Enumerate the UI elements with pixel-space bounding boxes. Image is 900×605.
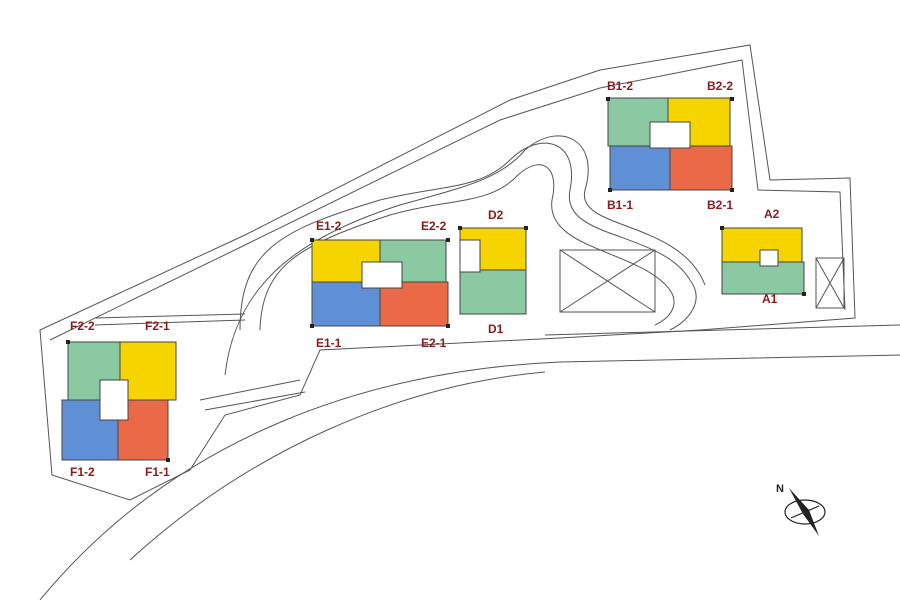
- compass-north-label: N: [776, 483, 784, 495]
- unit-B1-1[interactable]: [609, 145, 671, 191]
- drive-rail: [224, 135, 706, 376]
- structure-markers: [66, 97, 806, 462]
- unit-E1-1[interactable]: [311, 281, 381, 327]
- unit-A1[interactable]: [721, 261, 805, 295]
- label-A1: A1: [762, 292, 778, 306]
- path-f: [94, 313, 246, 326]
- label-E1-2: E1-2: [316, 219, 342, 233]
- north-arrow-icon: [784, 488, 826, 536]
- label-F1-1: F1-1: [145, 465, 170, 479]
- label-F2-1: F2-1: [145, 319, 170, 333]
- label-B2-1: B2-1: [707, 198, 734, 212]
- building-F: [61, 341, 177, 461]
- building-E: [311, 239, 449, 327]
- label-F1-2: F1-2: [70, 465, 95, 479]
- label-E2-2: E2-2: [421, 219, 447, 233]
- road-edge-south: [39, 354, 900, 601]
- road-edge-lower: [129, 371, 546, 561]
- unit-E2-1[interactable]: [379, 281, 449, 327]
- unit-D1[interactable]: [459, 269, 527, 315]
- building-A: [721, 227, 805, 295]
- label-B1-2: B1-2: [607, 79, 634, 93]
- ramp-cross: [815, 257, 845, 309]
- building-B: [607, 97, 733, 191]
- road-edge-north: [544, 324, 900, 336]
- label-D2: D2: [488, 208, 504, 222]
- building-D: [459, 227, 527, 315]
- plaza-block: [559, 249, 656, 313]
- ramp-block: [815, 257, 845, 309]
- label-B2-2: B2-2: [707, 79, 734, 93]
- path-west: [199, 379, 306, 411]
- plaza-cross: [559, 249, 656, 313]
- drive-outer: [239, 142, 697, 331]
- label-E2-1: E2-1: [421, 336, 447, 350]
- label-E1-1: E1-1: [316, 336, 342, 350]
- label-D1: D1: [488, 322, 504, 336]
- inner-boundary: [49, 59, 846, 341]
- label-B1-1: B1-1: [607, 198, 634, 212]
- unit-B2-1[interactable]: [669, 145, 733, 191]
- unit-F2-1[interactable]: [119, 341, 177, 401]
- label-F2-2: F2-2: [70, 319, 95, 333]
- label-A2: A2: [764, 207, 780, 221]
